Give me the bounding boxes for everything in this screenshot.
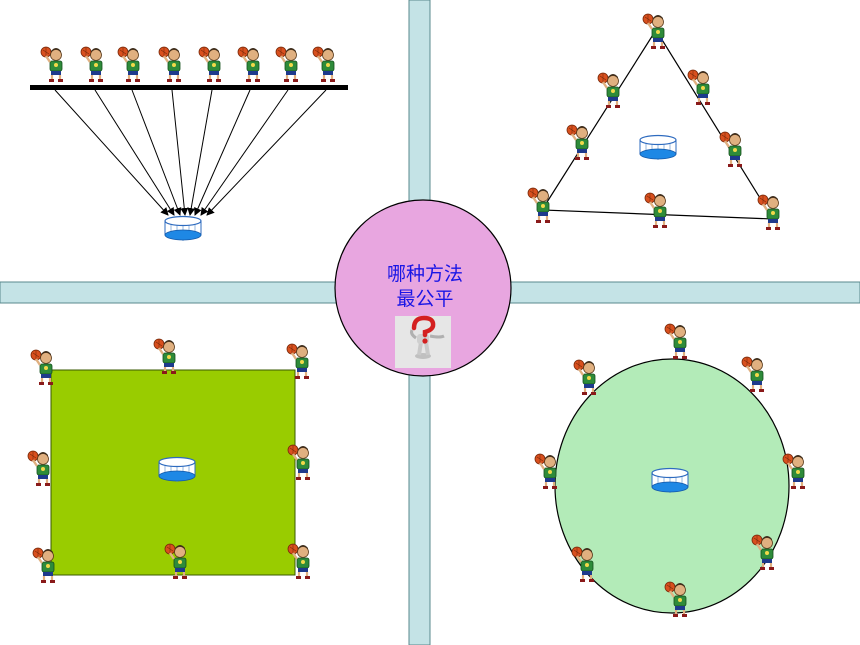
baseline [30,85,348,90]
triangle-shape [540,28,775,220]
square-arrangement [26,337,312,585]
basketball-player-icon [718,130,744,169]
basketball-player-icon [643,191,669,230]
basketball-player-icon [152,337,178,376]
basketball-player-icon [596,71,622,110]
basketball-player-icon [31,546,57,585]
center-question-text: 哪种方法 最公平 [340,262,510,312]
arrows [54,89,327,216]
basketball-player-icon [274,45,300,84]
center-question [334,199,512,377]
basketball-player-icon [565,123,591,162]
basketball-player-icon [526,186,552,225]
basketball-player-icon [29,348,55,387]
basketball-player-icon [572,358,598,397]
basketball-hoop-icon [651,467,689,494]
basketball-player-icon [197,45,223,84]
basketball-player-icon [236,45,262,84]
basketball-player-icon [756,193,782,232]
basketball-hoop-icon [158,456,196,483]
basketball-player-icon [26,449,52,488]
line-arrangement [30,45,348,242]
center-circle [334,199,512,377]
basketball-hoop-icon [164,215,202,242]
basketball-player-icon [533,452,559,491]
triangle-arrangement [526,12,782,232]
basketball-player-icon [79,45,105,84]
question-line-1: 哪种方法 [386,263,463,285]
basketball-player-icon [116,45,142,84]
basketball-player-icon [157,45,183,84]
basketball-player-icon [311,45,337,84]
basketball-hoop-icon [639,134,677,161]
question-mark-figure-icon [395,315,451,368]
basketball-player-icon [641,12,667,51]
basketball-player-icon [570,545,596,584]
basketball-player-icon [663,322,689,361]
circle-arrangement [533,322,807,619]
question-line-2: 最公平 [396,288,454,310]
basketball-player-icon [39,45,65,84]
